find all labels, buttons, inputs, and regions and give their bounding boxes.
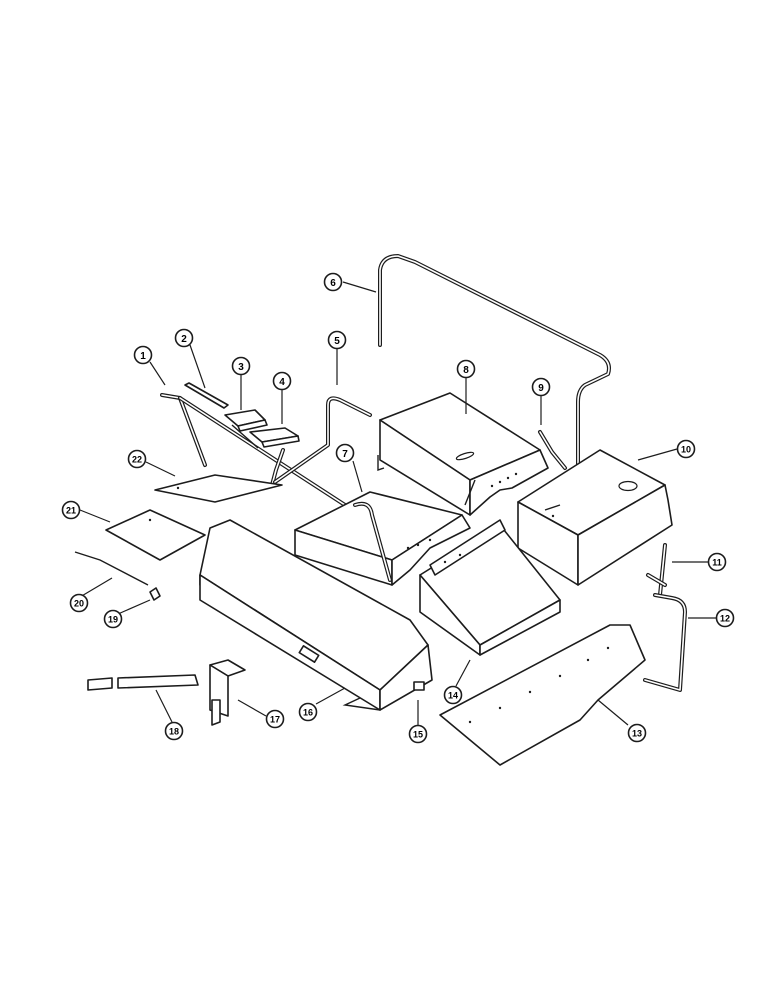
callout-14: 14 xyxy=(443,685,463,705)
callout-19-circle xyxy=(103,609,123,629)
callout-13-circle xyxy=(627,723,647,743)
callout-19-label: 19 xyxy=(108,615,118,625)
callout-15-label: 15 xyxy=(413,730,423,740)
callout-18: 18 xyxy=(164,721,184,741)
callout-11: 11 xyxy=(707,552,727,572)
part-3-pedal xyxy=(224,409,268,449)
callout-11-label: 11 xyxy=(712,558,722,568)
callout-17-circle xyxy=(265,709,285,729)
callout-16-label: 16 xyxy=(303,708,313,718)
callout-14-circle xyxy=(443,685,463,705)
callout-6-circle xyxy=(323,272,343,292)
callout-14-label: 14 xyxy=(448,691,458,701)
callout-22: 22 xyxy=(127,449,147,469)
callout-4-label: 4 xyxy=(279,377,285,388)
callout-3: 3 xyxy=(231,356,251,376)
part-12-rod xyxy=(643,593,687,692)
callout-21: 21 xyxy=(61,500,81,520)
callout-13-label: 13 xyxy=(632,729,642,739)
part-16-front-panel xyxy=(199,519,433,711)
callout-6-label: 6 xyxy=(330,278,336,289)
callout-1-circle xyxy=(133,345,153,365)
callout-5-circle xyxy=(327,330,347,350)
callout-10-circle xyxy=(676,439,696,459)
callout-20: 20 xyxy=(69,593,89,613)
callout-4: 4 xyxy=(272,371,292,391)
callout-18-circle xyxy=(164,721,184,741)
callout-18-label: 18 xyxy=(169,727,179,737)
callout-11-circle xyxy=(707,552,727,572)
callout-8: 8 xyxy=(456,359,476,379)
callout-22-label: 22 xyxy=(132,455,142,465)
callout-20-circle xyxy=(69,593,89,613)
part-7-seat-pan xyxy=(294,491,471,586)
callout-17-label: 17 xyxy=(270,715,280,725)
callout-5-label: 5 xyxy=(334,336,340,347)
callout-2-circle xyxy=(174,328,194,348)
callout-8-label: 8 xyxy=(463,365,469,376)
callout-9-label: 9 xyxy=(538,383,544,394)
part-21-plate xyxy=(105,509,206,561)
callout-12: 12 xyxy=(715,608,735,628)
callout-17: 17 xyxy=(265,709,285,729)
callout-10-label: 10 xyxy=(681,445,691,455)
part-18-strips xyxy=(87,674,199,691)
part-1-rod xyxy=(160,393,367,520)
callout-1: 1 xyxy=(133,345,153,365)
callout-15-circle xyxy=(408,724,428,744)
callout-21-circle xyxy=(61,500,81,520)
callout-3-label: 3 xyxy=(238,362,244,373)
callout-12-circle xyxy=(715,608,735,628)
part-5-lever xyxy=(273,396,372,484)
callout-2: 2 xyxy=(174,328,194,348)
callout-22-circle xyxy=(127,449,147,469)
callout-8-circle xyxy=(456,359,476,379)
part-11-bracket xyxy=(646,543,667,597)
callout-10: 10 xyxy=(676,439,696,459)
callout-16: 16 xyxy=(298,702,318,722)
callout-7: 7 xyxy=(335,443,355,463)
callout-6: 6 xyxy=(323,272,343,292)
part-10-tool-box xyxy=(517,449,673,586)
callout-21-label: 21 xyxy=(66,506,76,516)
callout-9: 9 xyxy=(531,377,551,397)
part-15-fastener xyxy=(413,681,425,691)
callout-20-label: 20 xyxy=(74,599,84,609)
part-8-cover xyxy=(377,392,549,516)
callout-1-label: 1 xyxy=(140,351,146,362)
callout-7-circle xyxy=(335,443,355,463)
part-17-bracket xyxy=(209,659,246,726)
part-14-step xyxy=(419,519,561,656)
callout-15: 15 xyxy=(408,724,428,744)
callout-16-circle xyxy=(298,702,318,722)
part-2-bar xyxy=(184,382,229,409)
part-22-plate xyxy=(154,474,283,503)
callout-3-circle xyxy=(231,356,251,376)
callout-4-circle xyxy=(272,371,292,391)
part-20-rod xyxy=(74,551,149,586)
leader-lines xyxy=(79,281,716,726)
callout-9-circle xyxy=(531,377,551,397)
part-9-bracket xyxy=(538,430,567,470)
callout-13: 13 xyxy=(627,723,647,743)
part-13-floor-plate xyxy=(439,624,646,766)
callout-7-label: 7 xyxy=(342,449,348,460)
part-6-rail xyxy=(378,254,611,472)
part-19-clip xyxy=(149,587,161,601)
part-4-pedal xyxy=(249,427,300,487)
callout-5: 5 xyxy=(327,330,347,350)
callout-19: 19 xyxy=(103,609,123,629)
callout-12-label: 12 xyxy=(720,614,730,624)
callout-2-label: 2 xyxy=(181,334,187,345)
